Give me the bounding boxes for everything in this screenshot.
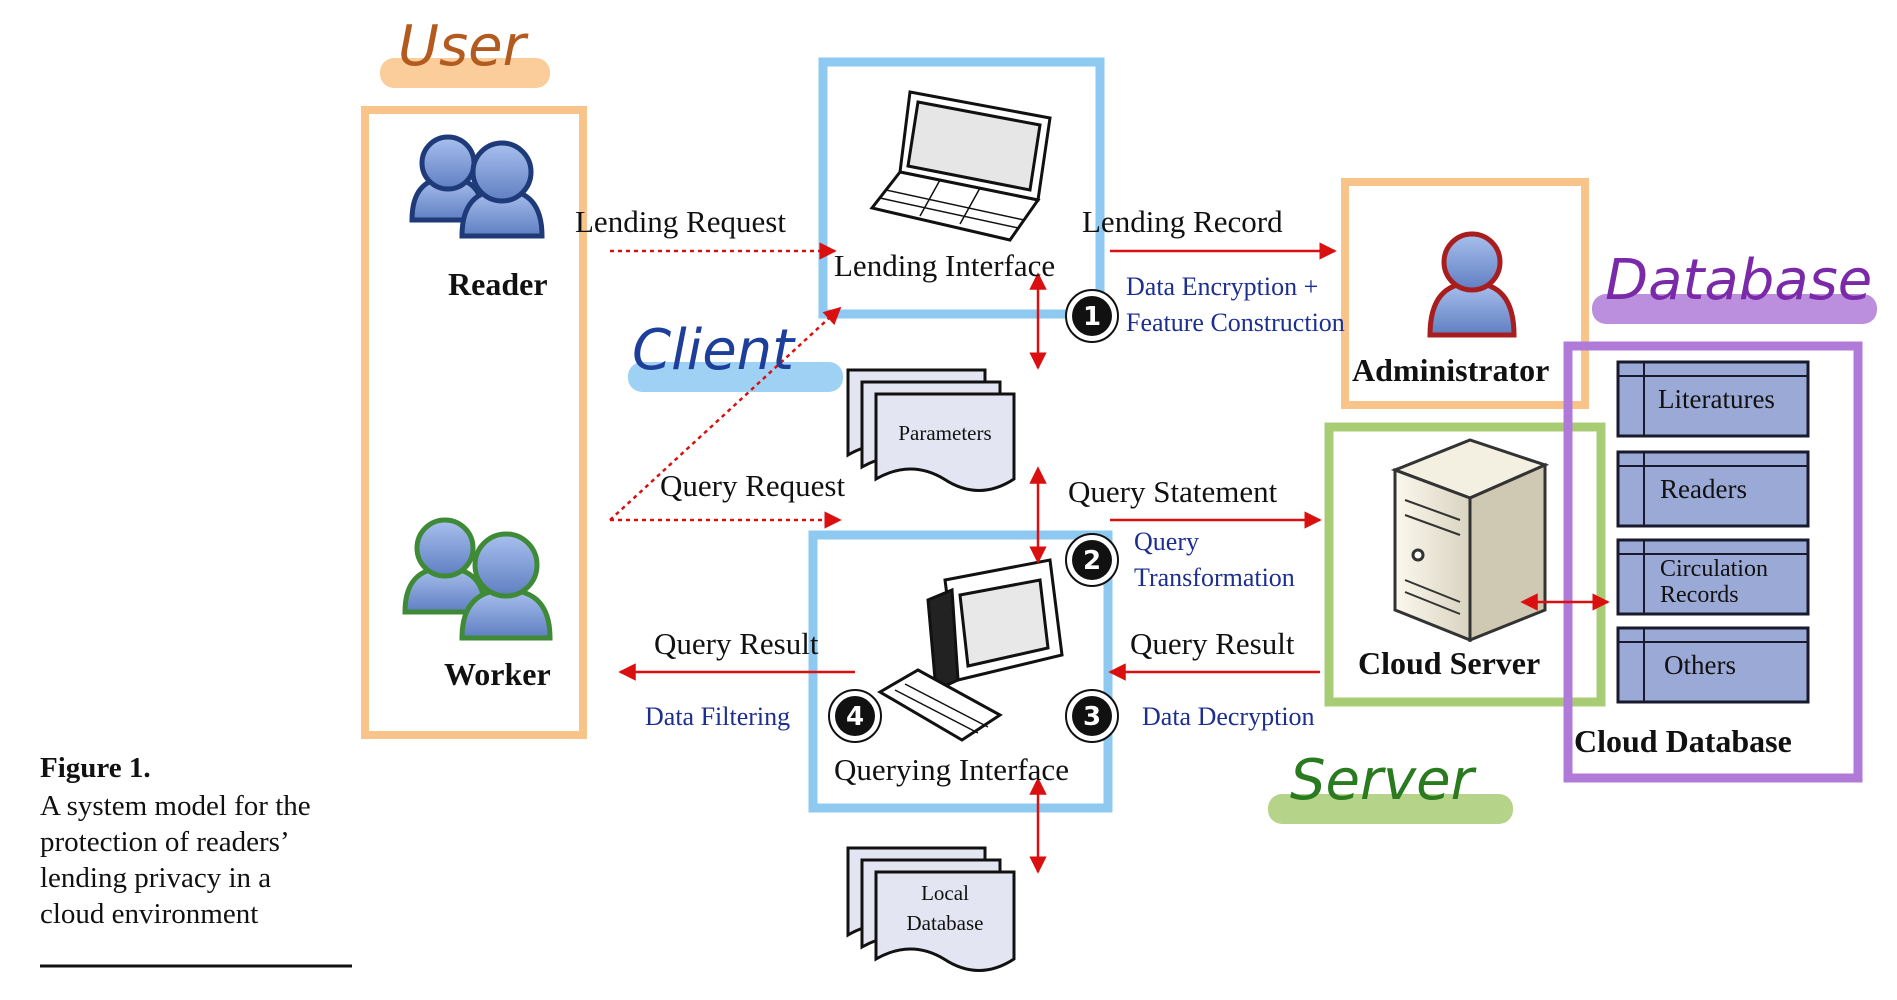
reader-label: Reader xyxy=(448,266,548,302)
worker-label: Worker xyxy=(444,656,551,692)
step2-text-line2: Transformation xyxy=(1134,563,1295,592)
step2-text-line1: Query xyxy=(1134,527,1199,556)
lending-interface-box xyxy=(818,57,1105,319)
local-database-document-icon xyxy=(846,846,1016,972)
svg-text:4: 4 xyxy=(846,702,864,732)
table-literatures-label: Literatures xyxy=(1658,384,1775,414)
table-circulation-label-line1: Circulation xyxy=(1660,556,1768,582)
step-badge-3: 3 xyxy=(1065,689,1119,743)
svg-text:2: 2 xyxy=(1083,546,1101,576)
flow-arrows xyxy=(609,242,1610,874)
cloud-server-label: Cloud Server xyxy=(1358,645,1541,681)
step-badge-1: 1 xyxy=(1065,289,1119,343)
client-highlight xyxy=(628,362,843,392)
lending-request-label: Lending Request xyxy=(575,204,786,239)
step4-text: Data Filtering xyxy=(645,702,791,731)
step1-text-line2: Feature Construction xyxy=(1126,308,1345,337)
table-readers xyxy=(1616,450,1810,528)
desktop-computer-icon xyxy=(877,558,1064,742)
user-highlight xyxy=(380,58,550,88)
step1-text-line1: Data Encryption + xyxy=(1126,272,1319,301)
table-circulation-records xyxy=(1616,538,1810,616)
figure-caption-title: Figure 1. xyxy=(40,752,151,784)
step-badge-4: 4 xyxy=(828,689,882,743)
lending-interface-label: Lending Interface xyxy=(834,248,1056,283)
server-highlight xyxy=(1268,794,1513,824)
figure-caption-line3: lending privacy in a xyxy=(40,862,272,894)
administrator-label: Administrator xyxy=(1352,352,1550,388)
figure-caption-line4: cloud environment xyxy=(40,898,259,930)
local-database-label-line1: Local xyxy=(921,881,969,905)
parameters-label: Parameters xyxy=(898,421,992,445)
step3-text: Data Decryption xyxy=(1142,702,1315,731)
administrator-person-icon xyxy=(1427,231,1517,338)
query-statement-label: Query Statement xyxy=(1068,474,1278,509)
database-highlight xyxy=(1592,294,1877,324)
figure-caption-line1: A system model for the xyxy=(40,790,311,822)
local-database-label-line2: Database xyxy=(906,911,984,935)
querying-interface-label: Querying Interface xyxy=(834,752,1069,787)
query-result-left-label: Query Result xyxy=(654,626,819,661)
table-others-label: Others xyxy=(1664,650,1736,680)
client-label: Client xyxy=(632,318,795,383)
svg-text:3: 3 xyxy=(1083,702,1101,732)
cloud-server-box xyxy=(1324,422,1606,707)
table-readers-label: Readers xyxy=(1660,474,1747,504)
server-tower-icon xyxy=(1390,438,1550,643)
user-box xyxy=(361,106,587,739)
table-others xyxy=(1616,626,1810,704)
query-request-label: Query Request xyxy=(660,468,846,503)
figure-caption-line2: protection of readers’ xyxy=(40,826,290,858)
cloud-database-box xyxy=(1563,341,1863,783)
cloud-database-label: Cloud Database xyxy=(1574,723,1792,759)
parameters-document-icon xyxy=(846,368,1016,492)
laptop-icon xyxy=(869,90,1052,242)
worker-people-icon xyxy=(402,517,553,641)
user-label: User xyxy=(398,14,526,79)
database-label: Database xyxy=(1605,248,1873,313)
server-label: Server xyxy=(1290,748,1474,813)
lending-record-label: Lending Record xyxy=(1082,204,1283,239)
step-badge-2: 2 xyxy=(1065,533,1119,587)
table-literatures xyxy=(1616,360,1810,438)
svg-text:1: 1 xyxy=(1083,302,1101,332)
database-tables xyxy=(1616,360,1810,704)
administrator-box xyxy=(1341,178,1589,409)
table-circulation-label-line2: Records xyxy=(1660,582,1739,608)
query-result-right-label: Query Result xyxy=(1130,626,1295,661)
reader-people-icon xyxy=(409,134,545,239)
